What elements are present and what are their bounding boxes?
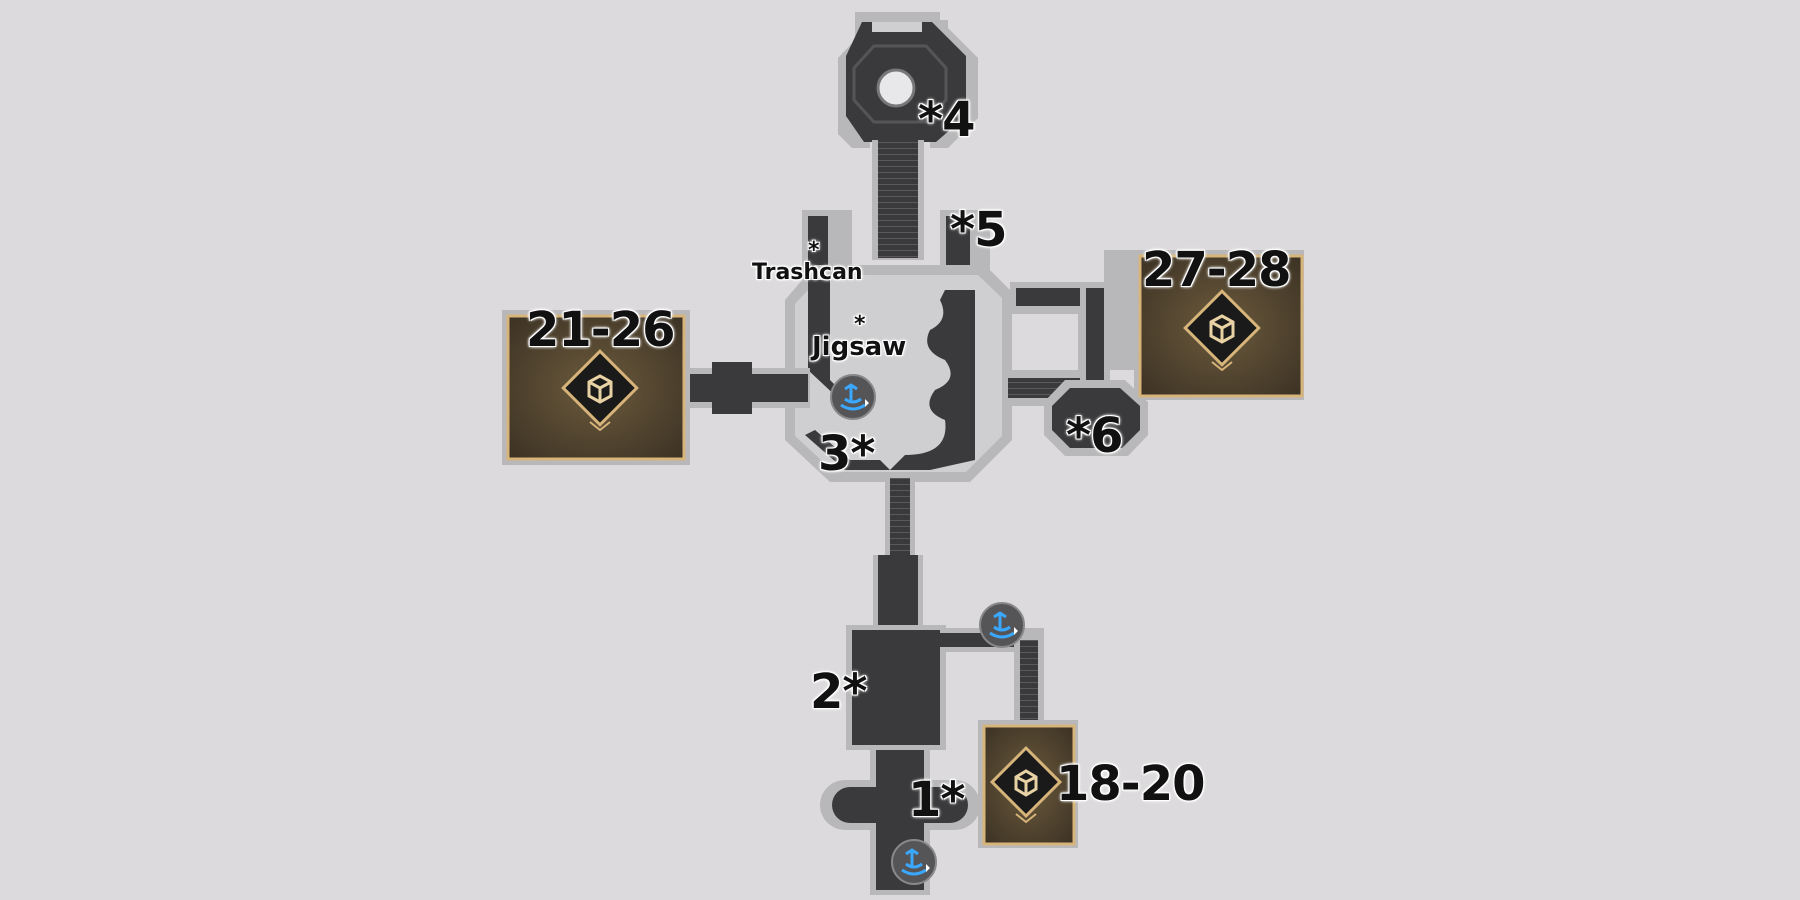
room-27-28 xyxy=(1134,250,1304,400)
space-anchor-icon[interactable] xyxy=(830,374,876,420)
space-anchor-icon[interactable] xyxy=(891,839,937,885)
label-3: 3* xyxy=(818,426,875,482)
label-4: *4 xyxy=(918,92,975,148)
label-jigsaw: Jigsaw xyxy=(812,332,907,362)
jigsaw-star: * xyxy=(854,312,866,337)
label-18-20: 18-20 xyxy=(1056,756,1206,812)
chest-icon[interactable] xyxy=(561,349,639,432)
chest-icon[interactable] xyxy=(989,745,1063,824)
label-2: 2* xyxy=(810,664,867,720)
chest-icon[interactable] xyxy=(1183,289,1261,372)
label-6: *6 xyxy=(1066,408,1123,464)
label-27-28: 27-28 xyxy=(1142,242,1292,298)
room-6 xyxy=(1044,380,1148,456)
label-21-26: 21-26 xyxy=(526,302,676,358)
room-4 xyxy=(838,12,978,148)
central-hub xyxy=(785,265,1012,482)
label-5: *5 xyxy=(950,202,1007,258)
label-trashcan: Trashcan xyxy=(752,260,863,285)
space-anchor-icon[interactable] xyxy=(979,602,1025,648)
label-1: 1* xyxy=(908,772,965,828)
trashcan-star: * xyxy=(808,238,820,263)
